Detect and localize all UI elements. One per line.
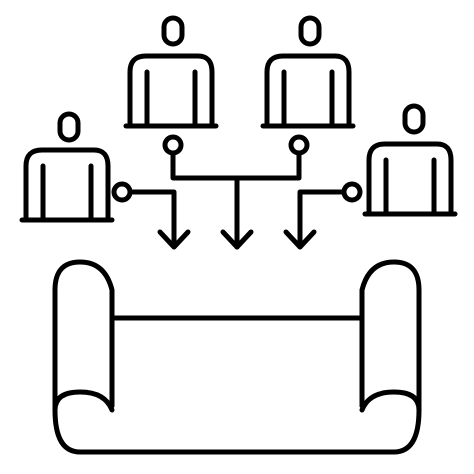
person-body [23,147,111,223]
scroll-left-roll [52,259,115,413]
connector-right-icon [297,181,363,249]
connector-center-right-icon [234,134,310,181]
scroll-left-curl [52,389,115,413]
person-body [264,53,352,129]
connector-center-left-icon [162,134,240,181]
person-arms [383,157,437,217]
person-head [57,111,81,143]
person-head [402,103,426,135]
person-top-right-icon [260,15,356,129]
arrow-left-icon [157,229,191,250]
scroll-right-curl [359,389,422,413]
scroll-document-icon [52,259,422,455]
scroll-right-roll [359,259,422,413]
person-right-icon [362,103,458,217]
person-arms [281,69,335,129]
person-head [161,15,185,47]
arrow-right-icon [283,229,317,250]
person-top-left-icon [123,15,219,129]
person-arms [144,69,198,129]
person-head [298,15,322,47]
arrow-center-icon [220,175,254,250]
connector-left-icon [111,181,177,249]
person-arms [40,163,94,223]
person-body [127,53,215,129]
person-left-icon [19,111,115,223]
scroll-bottom-edge [52,407,422,455]
person-body [366,141,454,217]
